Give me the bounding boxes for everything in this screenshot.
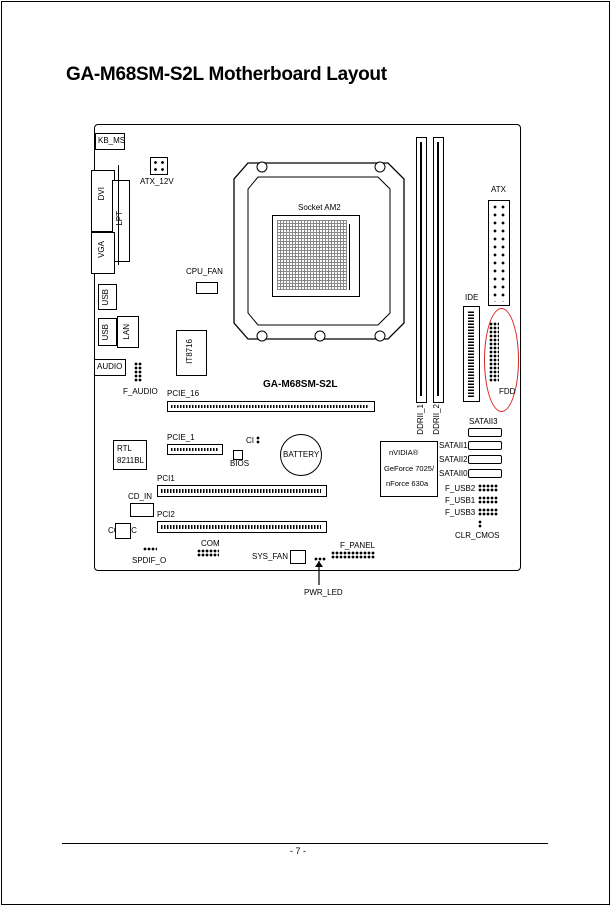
cpu-fan-header	[196, 282, 218, 294]
ddrii-1-label: DDRII_1	[416, 404, 425, 435]
pwr-led-label: PWR_LED	[304, 588, 343, 597]
board-model-label: GA-M68SM-S2L	[263, 379, 338, 390]
ci-label: CI	[246, 436, 254, 445]
chip-line2: GeForce 7025/	[384, 464, 435, 473]
spdif-o-label: SPDIF_O	[132, 556, 167, 565]
pwr-led-header	[314, 557, 326, 561]
usb-bottom-label: USB	[101, 324, 110, 341]
chip-line3: nForce 630a	[386, 479, 429, 488]
ci-header	[256, 436, 260, 444]
ide-label: IDE	[465, 293, 479, 302]
f-usb3-header	[478, 508, 498, 516]
pcie-1-slot	[167, 444, 223, 455]
clr-cmos-label: CLR_CMOS	[455, 531, 500, 540]
pcie-16-label: PCIE_16	[167, 389, 200, 398]
sataii3-label: SATAII3	[469, 417, 498, 426]
page-title: GA-M68SM-S2L Motherboard Layout	[66, 64, 387, 85]
vga-port: VGA	[91, 232, 115, 274]
atx-12v-connector	[150, 157, 168, 175]
audio-label: AUDIO	[97, 362, 123, 371]
f-panel-label: F_PANEL	[340, 541, 375, 550]
cpu-socket	[272, 215, 360, 297]
sataii1-port	[468, 441, 502, 450]
lpt-port: LPT	[112, 180, 130, 262]
socket-label: Socket AM2	[298, 203, 341, 212]
sys-fan-header	[290, 550, 306, 564]
rear-panel-edge	[118, 165, 129, 265]
rtl-label: RTL	[117, 444, 132, 453]
chip-line1: nVIDIA®	[389, 448, 419, 457]
page-number: - 7 -	[290, 846, 307, 856]
sataii2-port	[468, 455, 502, 464]
atx-12v-label: ATX_12V	[140, 177, 174, 186]
cd-in-label: CD_IN	[128, 492, 153, 501]
cpu-fan-label: CPU_FAN	[186, 267, 223, 276]
f-panel-header	[331, 551, 375, 559]
f-usb1-label: F_USB1	[445, 496, 476, 505]
usb-port-top: USB	[98, 284, 117, 310]
pci1-label: PCI1	[157, 474, 175, 483]
fdd-highlight-circle	[484, 308, 519, 412]
rtl-model-label: 8211BL	[117, 456, 144, 465]
f-usb1-header	[478, 496, 498, 504]
chipset: nVIDIA® GeForce 7025/ nForce 630a	[380, 441, 438, 497]
rtl-chip: RTL 8211BL	[113, 440, 147, 470]
ide-connector	[463, 306, 480, 402]
usb-top-label: USB	[101, 289, 110, 306]
com-label: COM	[201, 539, 220, 548]
battery	[280, 434, 322, 476]
cpu-socket-retention	[233, 161, 405, 342]
ddrii-1-slot	[416, 137, 427, 403]
footer-rule	[62, 843, 548, 844]
it8716-chip: IT8716	[176, 330, 207, 376]
pci2-label: PCI2	[157, 510, 175, 519]
atx-power-connector	[488, 200, 510, 306]
dvi-label: DVI	[97, 187, 106, 201]
kb-ms-label: KB_MS	[98, 136, 126, 145]
clr-cmos-jumper	[478, 520, 482, 528]
usb-port-bottom: USB	[98, 318, 117, 346]
f-audio-label: F_AUDIO	[123, 387, 158, 396]
sataii1-label: SATAII1	[439, 441, 468, 450]
f-usb2-label: F_USB2	[445, 484, 476, 493]
codec-chip	[115, 523, 131, 539]
kb-ms-port: KB_MS	[95, 133, 125, 150]
sataii2-label: SATAII2	[439, 455, 468, 464]
fdd-label: FDD	[499, 387, 516, 396]
sataii0-label: SATAII0	[439, 469, 468, 478]
battery-label: BATTERY	[283, 450, 320, 459]
pci2-slot	[157, 521, 327, 533]
sataii0-port	[468, 469, 502, 478]
spdif-o-header	[143, 547, 157, 551]
sys-fan-label: SYS_FAN	[252, 552, 289, 561]
cd-in-header	[130, 503, 154, 517]
sataii3-port	[468, 428, 502, 437]
vga-label: VGA	[97, 241, 106, 258]
ddrii-2-label: DDRII_2	[432, 404, 441, 435]
bios-label: BIOS	[230, 459, 250, 468]
audio-port: AUDIO	[94, 359, 126, 376]
atx-label: ATX	[491, 185, 506, 194]
pcie-1-label: PCIE_1	[167, 433, 195, 442]
bios-chip	[233, 450, 243, 460]
f-usb3-label: F_USB3	[445, 508, 476, 517]
motherboard-outline	[94, 124, 521, 571]
it8716-label: IT8716	[185, 339, 194, 364]
f-audio-header	[134, 362, 142, 382]
f-usb2-header	[478, 484, 498, 492]
lan-port: LAN	[117, 316, 139, 348]
lan-label: LAN	[122, 324, 131, 340]
pwr-led-arrow	[315, 561, 323, 585]
ddrii-2-slot	[433, 137, 444, 403]
pcie-16-slot	[167, 401, 375, 412]
pci1-slot	[157, 485, 327, 497]
com-header	[197, 549, 219, 557]
